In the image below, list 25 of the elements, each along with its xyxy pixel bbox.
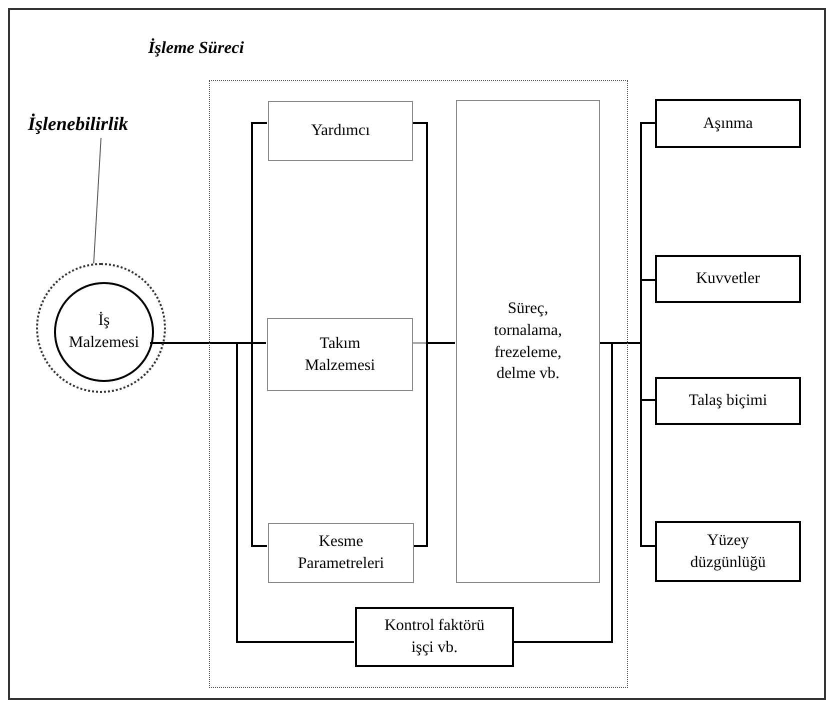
process-box [268,523,414,583]
process-box [355,607,514,667]
box-label: Yüzey düzgünlüğü [689,530,767,572]
process-box [456,100,600,583]
group-title: İşleme Süreci [147,37,245,59]
box-label: Takım Malzemesi [304,334,376,376]
connector-line [513,342,613,643]
box-label: Talaş biçimi [688,391,768,412]
process-box [267,318,413,391]
output-box [655,99,801,148]
output-box [655,521,801,582]
box-label: Kuvvetler [695,269,761,290]
connector-line [150,342,354,643]
leader-line [93,138,102,264]
box-label: Süreç, tornalama, frezeleme, delme vb. [493,299,563,384]
box-label: Yardımcı [310,121,371,142]
box-label: Kesme Parametreleri [296,532,386,574]
box-label: İş Malzemesi [68,310,140,353]
box-label: Kontrol faktörü işçi vb. [384,616,486,658]
process-box [268,101,413,161]
box-label: Aşınma [702,114,754,134]
property-label: İşlenebilirlik [28,112,128,137]
output-box [655,255,801,303]
connector-line [413,342,455,547]
output-box [655,377,801,425]
